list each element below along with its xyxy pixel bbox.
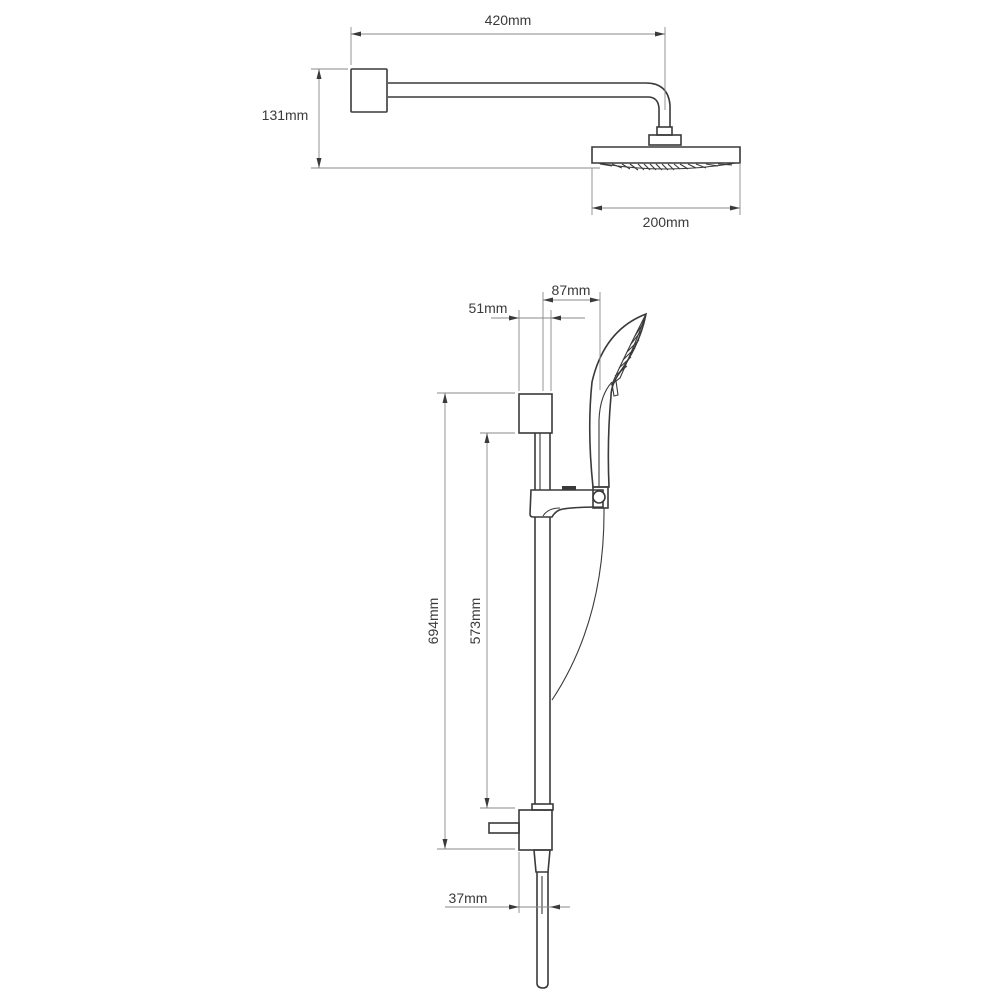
- water-outlet-elbow: [488, 822, 520, 834]
- slider-button: [562, 486, 576, 490]
- handset-trigger: [611, 380, 619, 397]
- dim-label-bracket-centres: 573mm: [467, 598, 483, 645]
- swivel-knob: [592, 490, 606, 504]
- dim-label-arm-length: 420mm: [485, 12, 532, 28]
- shower-arm-inner: [388, 96, 660, 127]
- head-connector: [648, 134, 682, 146]
- rail-bottom-ring: [531, 803, 554, 811]
- shower-arm: [388, 82, 671, 127]
- handset-nozzles: [614, 321, 645, 377]
- dimension-bracket-centres: 573mm: [467, 432, 515, 809]
- arm-collar: [656, 126, 673, 136]
- dim-label-outlet-width: 37mm: [449, 890, 488, 906]
- dim-label-handset-offset: 87mm: [552, 282, 591, 298]
- dimension-bracket-depth: 51mm: [469, 300, 585, 391]
- wall-flange: [350, 68, 388, 113]
- shower-head-face: [597, 162, 737, 170]
- handset-inner: [598, 381, 613, 487]
- outlet-connector: [533, 849, 551, 873]
- dimension-outlet-width: 37mm: [445, 852, 570, 913]
- dimension-overall-height: 694mm: [425, 392, 515, 850]
- dimension-head-diameter: 200mm: [591, 163, 741, 230]
- slider-holder-detail: [542, 507, 561, 517]
- top-wall-bracket: [518, 393, 553, 434]
- dimension-handset-offset: 87mm: [542, 282, 601, 391]
- dimension-drop-height: 131mm: [262, 68, 600, 169]
- shower-hose: [551, 507, 605, 701]
- dim-label-overall-height: 694mm: [425, 598, 441, 645]
- dim-label-head-diameter: 200mm: [643, 214, 690, 230]
- handset: [588, 312, 648, 488]
- dim-label-bracket-depth: 51mm: [469, 300, 508, 316]
- overhead-shower-assembly: [350, 68, 741, 171]
- bottom-wall-bracket: [518, 809, 553, 851]
- dim-label-drop-height: 131mm: [262, 107, 309, 123]
- dimension-arm-length: 420mm: [350, 12, 666, 110]
- handset-spray-face: [610, 313, 647, 386]
- riser-rail-assembly: [488, 312, 648, 989]
- slider-holder: [529, 489, 604, 518]
- outlet-pipe: [536, 872, 549, 989]
- shower-head: [591, 146, 741, 164]
